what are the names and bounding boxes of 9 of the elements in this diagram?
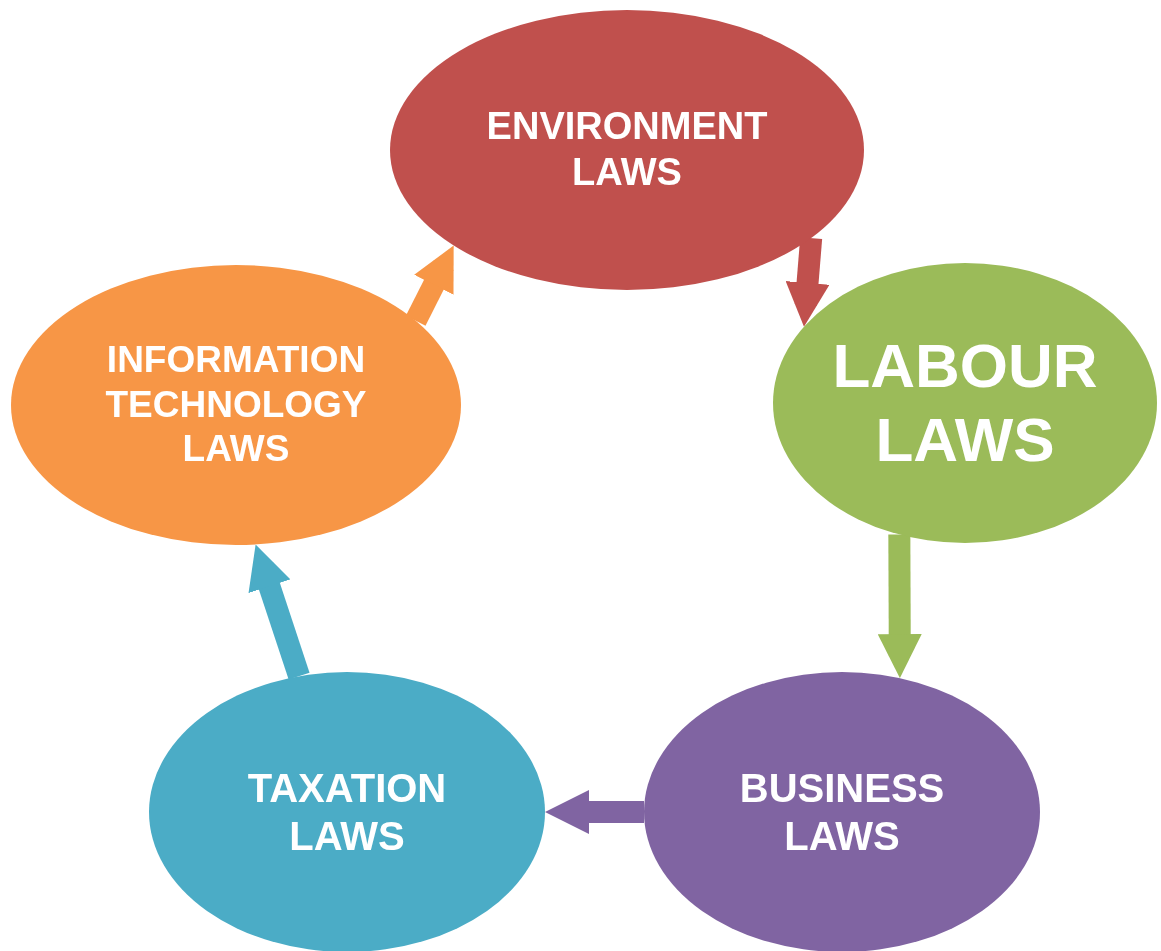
block-arrow [877, 534, 922, 679]
block-arrow [405, 245, 454, 326]
block-arrow [545, 790, 644, 834]
block-arrow [785, 237, 830, 327]
node-label: TAXATION LAWS [246, 765, 448, 860]
node-label: INFORMATION TECHNOLOGY LAWS [104, 338, 368, 472]
node-label: ENVIRONMENT LAWS [485, 104, 769, 195]
node-label: LABOUR LAWS [831, 329, 1099, 476]
node-label: BUSINESS LAWS [738, 765, 946, 860]
